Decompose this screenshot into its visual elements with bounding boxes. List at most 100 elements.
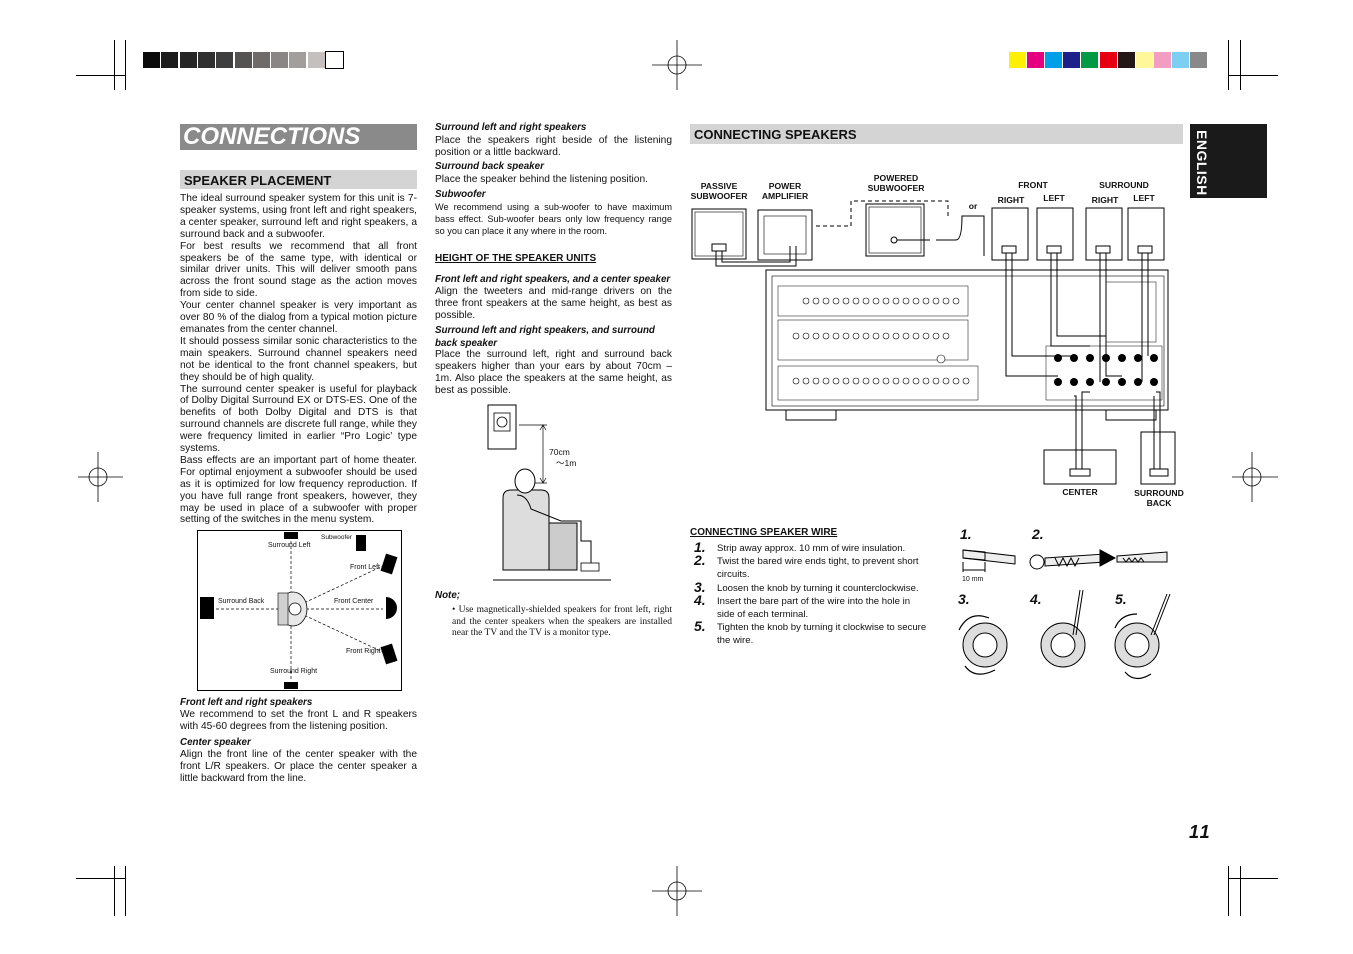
placement-diagram-art (200, 532, 398, 689)
height-surround-title: Surround left and right speakers, and su… (435, 325, 655, 349)
paragraph: It should possess similar sonic characte… (180, 335, 417, 383)
step-text: Twist the bared wire ends tight, to prev… (717, 556, 919, 580)
speaker-placement-heading: SPEAKER PLACEMENT (180, 170, 417, 189)
color-swatch (1117, 52, 1135, 68)
step-text: Strip away approx. 10 mm of wire insulat… (717, 543, 906, 554)
label-passive-subwoofer: PASSIVE SUBWOOFER (690, 181, 748, 201)
crop-mark (114, 866, 115, 916)
label-surround-left: Surround Left (268, 542, 311, 549)
color-swatch (1135, 52, 1153, 68)
label-surround-right: RIGHT (1091, 195, 1119, 205)
speaker-placement-text: The ideal surround speaker system for th… (180, 193, 417, 526)
gray-swatch (325, 51, 344, 69)
step-number: 5. (694, 618, 706, 634)
note-text: • Use magnetically-shielded speakers for… (452, 605, 672, 638)
color-swatch (1045, 52, 1063, 68)
height-diagram (487, 404, 611, 581)
crop-mark (1240, 866, 1241, 916)
crop-mark (114, 40, 115, 90)
height-front-title: Front left and right speakers, and a cen… (435, 274, 671, 285)
figure-step-label: 1. (960, 526, 972, 542)
height-label-bottom: ～1m (556, 458, 577, 468)
color-swatch (1063, 52, 1081, 68)
label-surround-back: SURROUND BACK (1134, 488, 1184, 508)
surround-lr-title: Surround left and right speakers (435, 122, 587, 133)
gray-swatch (271, 52, 289, 68)
label-front: FRONT (1018, 180, 1048, 190)
step-text: Insert the bare part of the wire into th… (717, 596, 911, 620)
label-surround-back: Surround Back (218, 598, 265, 605)
label-subwoofer: Subwoofer (321, 534, 353, 541)
figure-step-label: 2. (1032, 526, 1044, 542)
height-label-top: 70cm (549, 447, 570, 457)
gray-swatch (307, 52, 325, 68)
step-number: 2. (694, 552, 706, 568)
step-text: Tighten the knob by turning it clockwise… (717, 622, 927, 646)
paragraph: Bass effects are an important part of ho… (180, 454, 417, 526)
gray-swatch (197, 52, 215, 68)
surround-back-text: Place the speaker behind the listening p… (435, 174, 648, 185)
surround-back-title: Surround back speaker (435, 161, 544, 172)
color-swatch (1081, 52, 1099, 68)
note-title: Note; (435, 590, 461, 601)
crop-mark (125, 40, 126, 90)
label-powered-subwoofer: POWERED SUBWOOFER (867, 173, 925, 193)
paragraph: Your center channel speaker is very impo… (180, 300, 417, 335)
color-swatch (1009, 52, 1026, 68)
subwoofer-text: We recommend using a sub-woofer to have … (435, 202, 672, 236)
crop-mark (1228, 75, 1278, 76)
label-front-center: Front Center (334, 598, 374, 605)
registration-target (78, 452, 123, 502)
figure-step-label: 5. (1115, 591, 1127, 607)
language-tab-label: ENGLISH (1194, 130, 1210, 196)
paragraph: The ideal surround speaker system for th… (180, 193, 417, 240)
figure-step-label: 4. (1030, 591, 1042, 607)
gray-swatch (143, 52, 160, 68)
step-text: Loosen the knob by turning it counterclo… (717, 583, 919, 594)
color-swatch (1153, 52, 1171, 68)
label-surround-right: Surround Right (270, 668, 318, 675)
label-front-right: RIGHT (997, 195, 1025, 205)
height-front-text: Align the tweeters and mid-range drivers… (435, 286, 672, 321)
step-number: 3. (694, 579, 706, 595)
center-text: Align the front line of the center speak… (180, 749, 417, 784)
height-heading: HEIGHT OF THE SPEAKER UNITS (435, 253, 597, 264)
label-surround: SURROUND (1099, 180, 1149, 190)
gray-swatch (234, 52, 252, 68)
connecting-speakers-heading: CONNECTING SPEAKERS (690, 124, 1183, 144)
height-surround-text: Place the surround left, right and surro… (435, 349, 672, 396)
front-lr-text: We recommend to set the front L and R sp… (180, 709, 417, 732)
wire-heading: CONNECTING SPEAKER WIRE (690, 527, 838, 538)
front-lr-title: Front left and right speakers (180, 697, 313, 708)
registration-target (652, 866, 702, 916)
crop-mark (1228, 866, 1229, 916)
crop-mark (125, 866, 126, 916)
step-number: 4. (694, 592, 706, 608)
gray-swatch (252, 52, 270, 68)
color-swatch (1099, 52, 1117, 68)
label-front-left: LEFT (1043, 193, 1065, 203)
figure-step-label: 3. (958, 591, 970, 607)
crop-mark (1228, 40, 1229, 90)
subwoofer-title: Subwoofer (435, 189, 486, 200)
gray-swatch (289, 52, 307, 68)
label-center: CENTER (1062, 487, 1098, 497)
color-swatch (1171, 52, 1189, 68)
speaker-placement-diagram: Surround Left Subwoofer Front Left Surro… (197, 530, 402, 691)
page-title: CONNECTIONS (183, 123, 361, 150)
registration-target (1232, 452, 1278, 502)
label-power-amplifier: POWER AMPLIFIER (761, 181, 809, 201)
label-front-left: Front Left (350, 564, 380, 571)
wire-steps-figure (958, 549, 1171, 680)
crop-mark (1240, 40, 1241, 90)
gray-swatch (216, 52, 234, 68)
paragraph: The surround center speaker is useful fo… (180, 383, 417, 455)
page-number: 11 (1189, 822, 1212, 842)
label-surround-left: LEFT (1133, 193, 1155, 203)
step-number: 1. (694, 539, 706, 555)
crop-mark (1228, 878, 1278, 879)
color-swatch (1027, 52, 1045, 68)
paragraph: For best results we recommend that all f… (180, 240, 417, 300)
crop-mark (76, 878, 126, 879)
wire-mm-label: 10 mm (962, 576, 984, 583)
